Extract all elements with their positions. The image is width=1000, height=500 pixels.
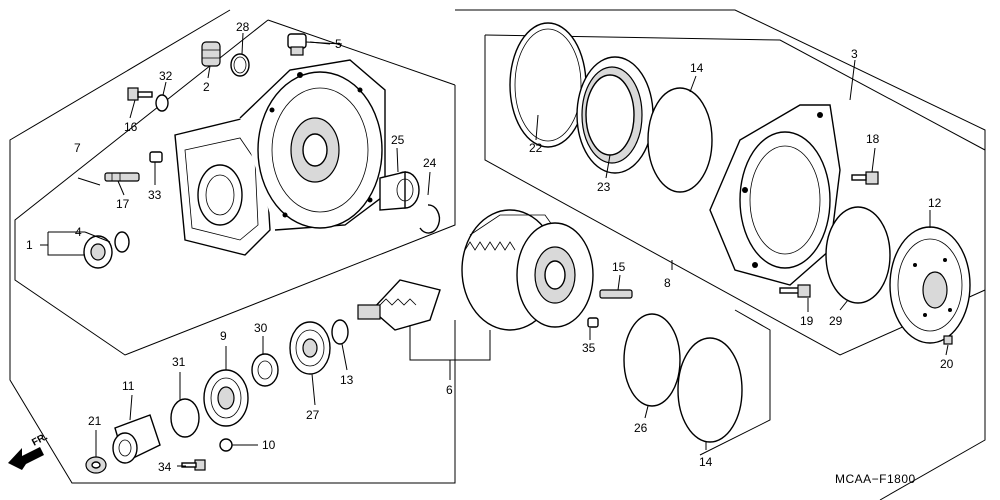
part-33-washer <box>155 94 169 112</box>
part-16-stud <box>104 172 140 182</box>
pinion-gear <box>357 279 441 331</box>
part-14-o-ring-upper <box>647 87 713 193</box>
cover-group-outline-top <box>484 34 986 151</box>
callout-7: 7 <box>74 141 81 155</box>
part-29-o-ring <box>825 206 891 304</box>
part-26-needle-bearing <box>379 171 420 211</box>
callout-8: 8 <box>664 276 671 290</box>
part-9-bearing-holder <box>203 369 249 427</box>
callout-22: 21 <box>88 414 102 428</box>
final-gear-case <box>174 59 386 256</box>
callout-34: 33 <box>148 188 162 202</box>
callout-5: 5 <box>335 37 342 51</box>
part-34-dowel <box>149 151 163 163</box>
outer-group-outline-right <box>455 9 986 500</box>
callout-26: 25 <box>391 133 405 147</box>
callout-9: 9 <box>220 329 227 343</box>
part-23-circlip <box>419 204 441 234</box>
ring-gear <box>461 209 594 331</box>
part-12-plate <box>889 226 971 344</box>
callout-2: 2 <box>203 80 210 94</box>
outer-group-outline <box>9 9 456 484</box>
callout-30: 28 <box>236 20 250 34</box>
callout-3: 3 <box>851 47 858 61</box>
part-21-o-ring <box>623 313 681 407</box>
part-19-bolt <box>851 171 879 185</box>
part-14-o-ring-lower <box>677 337 743 443</box>
callout-4: 4 <box>75 225 82 239</box>
part-10-lock-plate <box>219 438 233 452</box>
callout-15: 16 <box>124 120 138 134</box>
housing-group-outline <box>14 19 456 356</box>
part-24-spacer-ring <box>509 22 587 148</box>
callout-20: 19 <box>800 314 814 328</box>
front-direction-arrow: FR. <box>8 431 50 470</box>
callout-19: 18 <box>866 132 880 146</box>
part-4-oil-seal <box>114 231 130 253</box>
callout-32: 34 <box>158 460 172 474</box>
callout-6: 6 <box>446 383 453 397</box>
part-17-stud <box>599 289 633 299</box>
callout-29: 29 <box>829 314 843 328</box>
callout-16: 17 <box>116 197 130 211</box>
callout-17: 15 <box>612 260 626 274</box>
callout-14-lower: 14 <box>699 455 713 469</box>
part-27-bearing <box>289 321 331 375</box>
part-31-o-ring <box>170 398 200 438</box>
callout-10: 10 <box>262 438 276 452</box>
callout-25: 23 <box>597 180 611 194</box>
callout-33: 32 <box>159 69 173 83</box>
callout-11: 11 <box>122 379 135 393</box>
leader-lines <box>40 32 949 467</box>
callout-35: 35 <box>582 341 596 355</box>
housing-group-outline-inner <box>267 19 456 86</box>
part-18-bolt <box>943 335 953 345</box>
callout-1: 1 <box>26 238 33 252</box>
part-28-seal <box>251 353 279 387</box>
callout-numbers: 28 5 32 2 16 7 25 24 33 17 4 1 22 23 14 … <box>26 20 954 474</box>
part-15-bolt <box>127 87 153 101</box>
callout-23: 24 <box>423 156 437 170</box>
part-3-cover <box>709 104 841 286</box>
callout-28: 30 <box>254 321 268 335</box>
part-20-bolt <box>779 284 811 298</box>
part-5-cap <box>287 33 307 56</box>
part-11-coupling <box>112 414 161 464</box>
ring-group-outline <box>699 309 771 456</box>
part-32-bolt <box>181 459 206 471</box>
callout-18: 20 <box>940 357 954 371</box>
part-1-bearing <box>83 235 113 269</box>
diagram-code: MCAA−F1800 <box>835 472 916 486</box>
front-direction-label: FR. <box>30 431 50 448</box>
callout-21: 26 <box>634 421 648 435</box>
part-22-nut <box>85 456 107 474</box>
callout-31: 31 <box>172 355 186 369</box>
part-35-dowel <box>587 317 599 328</box>
callout-14: 14 <box>690 61 704 75</box>
callout-13: 13 <box>340 373 354 387</box>
part-2-plug <box>201 41 221 67</box>
part-13-shim <box>331 319 349 345</box>
callout-24: 22 <box>529 141 543 155</box>
callout-12: 12 <box>928 196 942 210</box>
callout-27: 27 <box>306 408 320 422</box>
part-25-bearing <box>576 56 654 174</box>
